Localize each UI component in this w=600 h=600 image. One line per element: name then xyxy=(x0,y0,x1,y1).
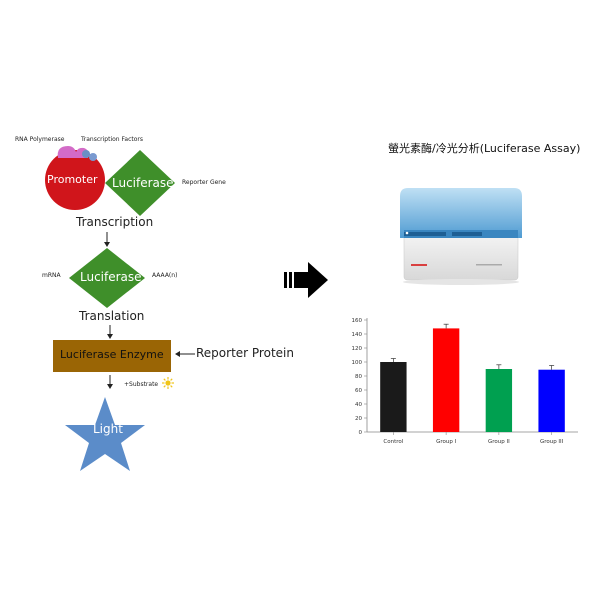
x-tick-label: Group I xyxy=(436,439,456,445)
light-star xyxy=(65,397,145,471)
promoter-shape xyxy=(45,150,105,210)
poly-a-label: AAAA(n) xyxy=(152,272,178,279)
y-tick-label: 20 xyxy=(355,416,362,422)
sun-icon xyxy=(162,377,174,389)
arrow-head xyxy=(107,334,113,339)
right-arrow-icon xyxy=(284,262,328,298)
light-label: Light xyxy=(93,422,123,436)
luciferase-gene-diamond xyxy=(105,150,175,216)
transcription-factors-label: Transcription Factors xyxy=(81,136,143,143)
x-tick-label: Group II xyxy=(488,439,510,445)
luminometer-instrument xyxy=(400,188,522,285)
y-tick-label: 40 xyxy=(355,402,362,408)
y-tick-label: 160 xyxy=(352,318,363,324)
transcription-factor-shape xyxy=(89,153,97,161)
enzyme-box xyxy=(53,340,171,372)
y-tick-label: 80 xyxy=(355,374,362,380)
rna-polymerase-label: RNA Polymerase xyxy=(15,136,65,143)
bar xyxy=(538,369,565,432)
arrow-head xyxy=(175,351,180,357)
luciferase-mrna-label: Luciferase xyxy=(80,270,142,284)
y-tick-label: 60 xyxy=(355,388,362,394)
rna-polymerase-shape xyxy=(57,146,89,158)
reporter-gene-label: Reporter Gene xyxy=(182,179,226,186)
enzyme-label: Luciferase Enzyme xyxy=(60,348,164,361)
luciferase-pathway-diagram xyxy=(45,146,195,471)
translation-label: Translation xyxy=(79,309,145,323)
y-tick-label: 120 xyxy=(352,346,363,352)
x-tick-label: Group III xyxy=(540,439,564,445)
substrate-label: +Substrate xyxy=(124,381,159,388)
bar xyxy=(485,369,513,432)
luciferase-gene-label: Luciferase xyxy=(112,176,174,190)
arrow-head xyxy=(107,384,113,389)
luciferase-mrna-diamond xyxy=(69,248,145,308)
reporter-protein-label: Reporter Protein xyxy=(196,346,294,360)
y-tick-label: 140 xyxy=(352,332,363,338)
x-tick-label: Control xyxy=(383,439,403,445)
y-tick-label: 0 xyxy=(359,430,363,436)
promoter-label: Promoter xyxy=(47,173,98,186)
bar xyxy=(380,362,407,432)
y-tick-label: 100 xyxy=(352,360,363,366)
mrna-label: mRNA xyxy=(42,272,61,279)
transcription-factor-shape xyxy=(82,150,90,158)
arrow-head xyxy=(104,242,110,247)
transcription-label: Transcription xyxy=(76,215,154,229)
bar xyxy=(432,328,460,432)
assay-title: 螢光素酶/冷光分析(Luciferase Assay) xyxy=(388,142,581,155)
